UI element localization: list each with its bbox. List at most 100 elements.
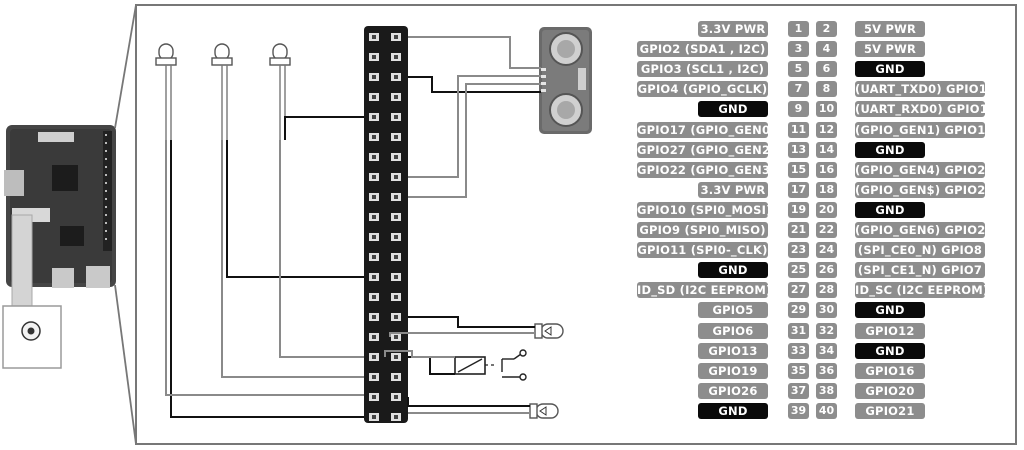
header-pin-hole bbox=[394, 355, 398, 359]
pin-label-right: 5V PWR bbox=[855, 21, 925, 37]
pin-number-even: 12 bbox=[816, 122, 837, 138]
header-pin-hole bbox=[394, 195, 398, 199]
pin-number-even: 36 bbox=[816, 363, 837, 379]
pin-label-left: GPIO13 bbox=[698, 343, 768, 359]
header-pin-hole bbox=[394, 75, 398, 79]
pin-label-left: GPIO26 bbox=[698, 383, 768, 399]
pin-label-right: (UART_RXD0) GPIO15 bbox=[855, 101, 985, 117]
pin-number-odd: 15 bbox=[788, 162, 809, 178]
pin-number-odd: 27 bbox=[788, 282, 809, 298]
pin-label-left: GND bbox=[698, 101, 768, 117]
pin-number-odd: 3 bbox=[788, 41, 809, 57]
ultrasonic-sensor-icon bbox=[539, 27, 592, 134]
header-pin-hole bbox=[372, 215, 376, 219]
header-pin-hole bbox=[394, 275, 398, 279]
header-pin-hole bbox=[394, 215, 398, 219]
pin-label-left: ID_SD (I2C EEPROM) bbox=[637, 282, 768, 298]
header-pin-hole bbox=[372, 395, 376, 399]
pin-number-odd: 23 bbox=[788, 242, 809, 258]
header-pin-hole bbox=[372, 255, 376, 259]
pin-number-even: 30 bbox=[816, 302, 837, 318]
pin-label-left: GPIO5 bbox=[698, 302, 768, 318]
header-pin-hole bbox=[394, 315, 398, 319]
pin-label-left: GND bbox=[698, 403, 768, 419]
pin-number-odd: 11 bbox=[788, 122, 809, 138]
pin-label-left: 3.3V PWR bbox=[698, 21, 768, 37]
header-pin-hole bbox=[372, 315, 376, 319]
header-pin-hole bbox=[372, 355, 376, 359]
header-pin-hole bbox=[394, 135, 398, 139]
header-pin-hole bbox=[372, 335, 376, 339]
pin-number-even: 20 bbox=[816, 202, 837, 218]
header-pin-hole bbox=[372, 415, 376, 419]
led-icon bbox=[269, 43, 291, 140]
pin-label-right: GPIO20 bbox=[855, 383, 925, 399]
header-pin-hole bbox=[394, 295, 398, 299]
pin-label-right: (GPIO_GEN1) GPIO18 bbox=[855, 122, 985, 138]
pin-label-right: (UART_TXD0) GPIO14 bbox=[855, 81, 985, 97]
pin-number-even: 10 bbox=[816, 101, 837, 117]
camera-module-icon bbox=[2, 305, 62, 369]
header-pin-hole bbox=[372, 135, 376, 139]
header-pin-hole bbox=[394, 255, 398, 259]
pin-label-right: (GPIO_GEN4) GPIO23 bbox=[855, 162, 985, 178]
pin-label-left: GPIO27 (GPIO_GEN2) bbox=[637, 142, 768, 158]
header-pin-hole bbox=[372, 235, 376, 239]
pin-label-left: GPIO6 bbox=[698, 323, 768, 339]
pin-label-right: GND bbox=[855, 302, 925, 318]
header-pin-hole bbox=[394, 155, 398, 159]
zoom-line-top bbox=[114, 4, 137, 129]
pin-label-right: ID_SC (I2C EEPROM) bbox=[855, 282, 985, 298]
header-pin-hole bbox=[394, 375, 398, 379]
pin-number-even: 40 bbox=[816, 403, 837, 419]
pin-label-right: GND bbox=[855, 61, 925, 77]
pin-label-right: GND bbox=[855, 343, 925, 359]
pin-number-even: 14 bbox=[816, 142, 837, 158]
pin-number-even: 22 bbox=[816, 222, 837, 238]
pin-label-left: GPIO3 (SCL1 , I2C) bbox=[637, 61, 768, 77]
pin-number-even: 26 bbox=[816, 262, 837, 278]
pin-label-left: GPIO19 bbox=[698, 363, 768, 379]
header-pin-hole bbox=[372, 295, 376, 299]
header-pin-hole bbox=[394, 35, 398, 39]
pin-label-left: GPIO2 (SDA1 , I2C) bbox=[637, 41, 768, 57]
pin-label-right: (GPIO_GEN$) GPIO24 bbox=[855, 182, 985, 198]
pin-number-odd: 1 bbox=[788, 21, 809, 37]
pin-number-even: 2 bbox=[816, 21, 837, 37]
pin-label-right: (GPIO_GEN6) GPIO25 bbox=[855, 222, 985, 238]
header-pin-hole bbox=[372, 175, 376, 179]
pin-label-left: GPIO10 (SPI0_MOSI) bbox=[637, 202, 768, 218]
led-icon bbox=[211, 43, 233, 140]
header-pin-hole bbox=[372, 115, 376, 119]
pin-label-left: GND bbox=[698, 262, 768, 278]
pin-label-left: GPIO9 (SPI0_MISO) bbox=[637, 222, 768, 238]
zoom-line-bottom bbox=[114, 284, 137, 445]
header-pin-hole bbox=[372, 35, 376, 39]
pin-number-even: 4 bbox=[816, 41, 837, 57]
header-pin-hole bbox=[372, 75, 376, 79]
pin-label-right: GPIO12 bbox=[855, 323, 925, 339]
pin-number-even: 38 bbox=[816, 383, 837, 399]
pin-number-odd: 35 bbox=[788, 363, 809, 379]
pin-number-odd: 21 bbox=[788, 222, 809, 238]
pin-label-left: GPIO17 (GPIO_GEN0) bbox=[637, 122, 768, 138]
pin-number-odd: 25 bbox=[788, 262, 809, 278]
header-pin-hole bbox=[394, 115, 398, 119]
pin-label-right: 5V PWR bbox=[855, 41, 925, 57]
pin-label-right: GND bbox=[855, 202, 925, 218]
pin-label-right: GND bbox=[855, 142, 925, 158]
pin-number-odd: 13 bbox=[788, 142, 809, 158]
pin-label-left: GPIO22 (GPIO_GEN3) bbox=[637, 162, 768, 178]
header-pin-hole bbox=[394, 95, 398, 99]
header-pin-hole bbox=[394, 415, 398, 419]
header-pin-hole bbox=[394, 235, 398, 239]
pin-label-right: GPIO21 bbox=[855, 403, 925, 419]
pin-number-even: 16 bbox=[816, 162, 837, 178]
pin-number-odd: 17 bbox=[788, 182, 809, 198]
pin-label-left: GPIO4 (GPIO_GCLK) bbox=[637, 81, 768, 97]
led-icon bbox=[155, 43, 177, 140]
pin-label-right: GPIO16 bbox=[855, 363, 925, 379]
pin-number-even: 28 bbox=[816, 282, 837, 298]
led-icon bbox=[529, 403, 559, 419]
